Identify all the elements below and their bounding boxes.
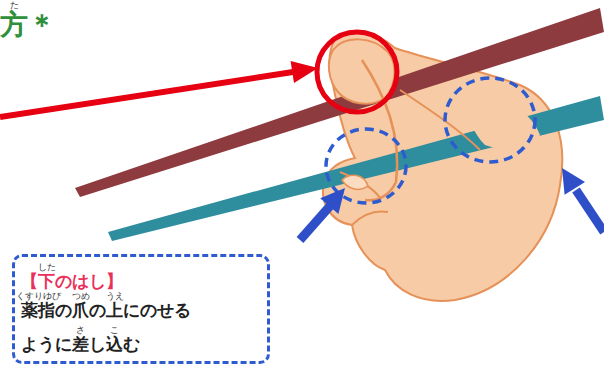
callout-body: 薬指の爪の上にのせる ように差し込む	[21, 293, 261, 361]
dashed-circle	[445, 78, 535, 162]
finger-line	[352, 212, 388, 225]
callout-box: 【下のはし】薬指の爪の上にのせる ように差し込む したくすりゆび つめ うえさ こ	[12, 254, 270, 364]
page-title: 方＊	[0, 8, 56, 42]
furigana: くすりゆび	[16, 291, 61, 301]
furigana: つめ	[72, 291, 90, 301]
red-arrow-head	[291, 61, 318, 83]
thumb	[329, 39, 395, 103]
blue-arrow	[576, 190, 604, 232]
furigana: うえ	[106, 291, 124, 301]
lower-chopstick	[108, 96, 604, 241]
furigana: こ	[110, 325, 119, 335]
blue-arrow-head	[562, 168, 585, 195]
nail	[342, 175, 368, 189]
furigana: た	[10, 0, 19, 10]
callout-heading: 【下のはし】	[21, 269, 261, 293]
red-arrow	[0, 72, 293, 117]
furigana: さ	[76, 325, 85, 335]
highlight-circle	[317, 32, 397, 112]
furigana: した	[38, 262, 56, 272]
finger-line	[362, 60, 397, 182]
blue-arrow	[300, 206, 330, 240]
blue-arrow-head	[320, 188, 345, 214]
finger-line	[400, 90, 480, 150]
finger-line	[340, 172, 380, 198]
